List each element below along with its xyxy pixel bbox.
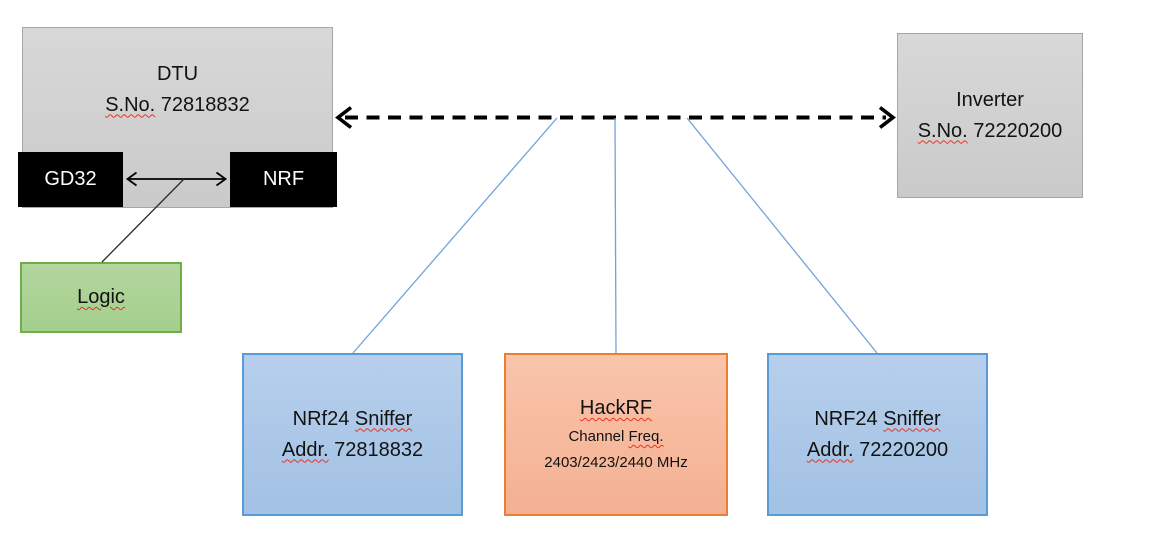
hackrf-box: HackRF Channel Freq. 2403/2423/2440 MHz [504,353,728,516]
sniffer-right-box: NRF24 Sniffer Addr. 72220200 [767,353,988,516]
sniffer-right-title: NRF24 Sniffer [814,404,940,435]
sniffer-right-title-prefix: NRF24 [814,407,884,430]
sniffer-left-addr-label: Addr. [281,438,329,461]
sniffer-right-addr-label: Addr. [806,438,854,461]
dtu-title: DTU [156,62,199,85]
tap-sniffer-left-connector [352,117,558,354]
sniffer-left-title: NRf24 Sniffer [293,404,413,435]
hackrf-freq-label-prefix: Channel [568,428,629,445]
sniffer-right-addr: Addr. 72220200 [807,435,948,466]
arrowhead-left-icon [335,106,353,129]
dtu-serial-label: S.No. [105,93,156,116]
hackrf-freq-label: Channel Freq. [568,424,663,450]
gd32-label: GD32 [44,168,97,190]
tap-hackrf-connector [614,117,617,354]
dtu-inverter-dashed-arrow [335,106,896,129]
hackrf-title: HackRF [580,393,652,424]
hackrf-title-text: HackRF [579,397,653,419]
dtu-serial: S.No. 72818832 [105,90,250,121]
gd32-chip-box: GD32 [18,152,123,207]
inverter-title: Inverter [956,88,1024,111]
sniffer-right-title-word: Sniffer [883,407,941,430]
arrowhead-right-icon [878,106,896,129]
logic-box: Logic [20,262,182,333]
inverter-serial: S.No. 72220200 [918,116,1063,147]
sniffer-left-box: NRf24 Sniffer Addr. 72818832 [242,353,463,516]
sniffer-right-addr-value: 72220200 [853,438,949,461]
sniffer-left-addr: Addr. 72818832 [282,435,423,466]
logic-label-text: Logic [77,286,125,308]
tap-sniffer-right-connector [686,117,878,354]
hackrf-freq-values: 2403/2423/2440 MHz [544,454,688,471]
sniffer-left-title-prefix: NRf24 [292,407,355,430]
inverter-serial-value: 72220200 [967,119,1063,142]
inverter-box: Inverter S.No. 72220200 [897,33,1083,198]
logic-label: Logic [77,282,125,313]
hackrf-freq-label-word: Freq. [628,428,664,445]
sniffer-left-title-word: Sniffer [354,407,413,430]
nrf-label: NRF [262,168,305,190]
nrf-chip-box: NRF [230,152,337,207]
dtu-serial-value: 72818832 [155,93,250,116]
inverter-serial-label: S.No. [917,119,968,142]
sniffer-left-addr-value: 72818832 [328,438,424,461]
